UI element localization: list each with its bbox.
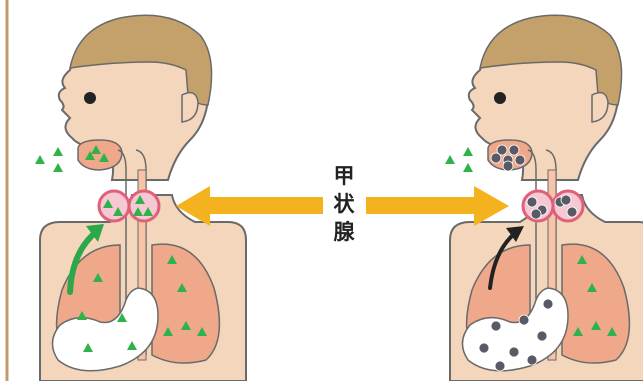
gray-dot-icon bbox=[527, 197, 537, 207]
gray-dot-icon bbox=[527, 355, 537, 365]
green-triangle-icon bbox=[463, 163, 473, 172]
green-triangle-icon bbox=[463, 147, 473, 156]
gray-dot-icon bbox=[567, 207, 577, 217]
gray-dot-icon bbox=[509, 145, 519, 155]
label-char-1: 甲 bbox=[334, 164, 355, 188]
gray-dot-icon bbox=[519, 315, 529, 325]
green-triangle-icon bbox=[445, 155, 455, 164]
gray-dot-icon bbox=[537, 331, 547, 341]
gray-dot-icon bbox=[491, 153, 501, 163]
left-eye bbox=[84, 92, 96, 104]
gray-dot-icon bbox=[543, 299, 553, 309]
gray-dot-icon bbox=[491, 321, 501, 331]
gray-dot-icon bbox=[509, 347, 519, 357]
green-triangle-icon bbox=[53, 163, 63, 172]
gray-dot-icon bbox=[503, 161, 513, 171]
right-eye bbox=[494, 92, 506, 104]
thyroid-label: 甲 状 腺 bbox=[334, 164, 356, 244]
gray-dot-icon bbox=[531, 209, 541, 219]
gray-dot-icon bbox=[561, 195, 571, 205]
gray-dot-icon bbox=[495, 361, 505, 371]
green-triangle-icon bbox=[53, 147, 63, 156]
left-mouth-cavity bbox=[78, 140, 122, 170]
gray-dot-icon bbox=[515, 155, 525, 165]
arrow-left bbox=[176, 186, 323, 226]
label-char-2: 状 bbox=[334, 192, 356, 216]
label-char-3: 腺 bbox=[334, 220, 356, 244]
arrow-right bbox=[366, 186, 509, 226]
green-triangle-icon bbox=[35, 155, 45, 164]
gray-dot-icon bbox=[479, 343, 489, 353]
